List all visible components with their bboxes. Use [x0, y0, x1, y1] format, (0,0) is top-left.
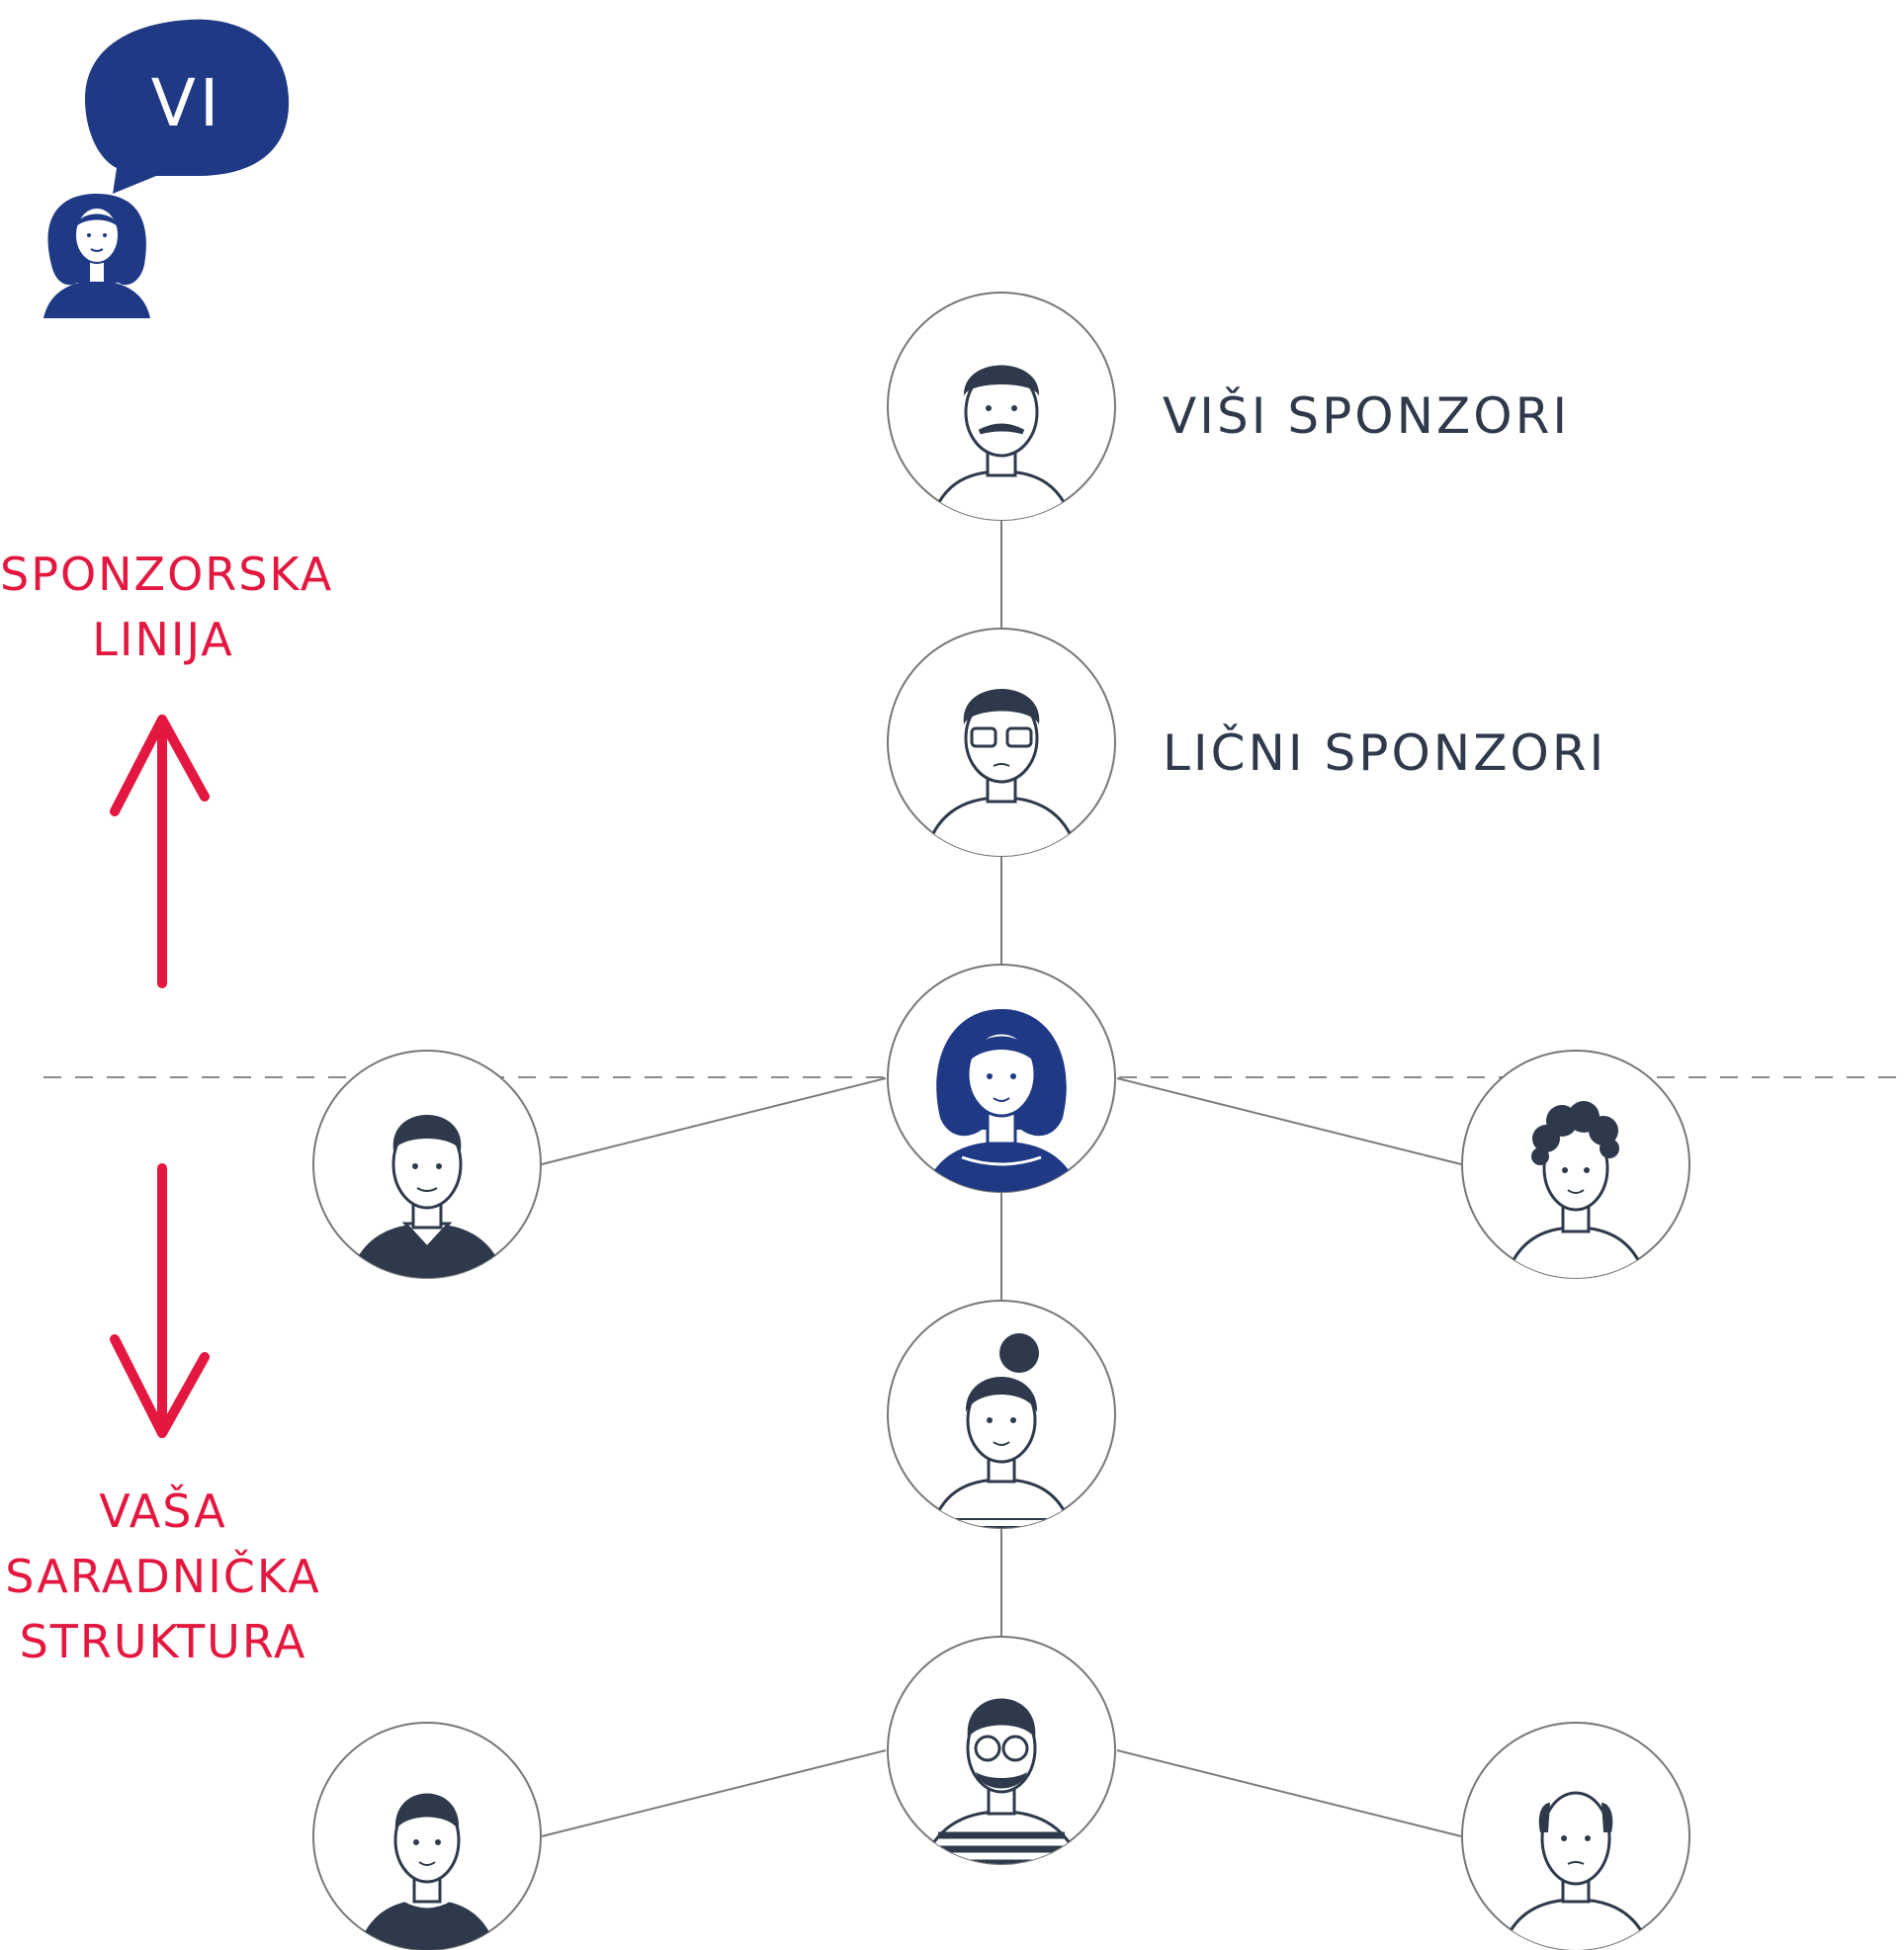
partner-bottom-center-avatar	[887, 1636, 1116, 1865]
connector-lines	[541, 521, 1462, 1837]
higher-sponsor-avatar	[887, 292, 1116, 521]
person-man-icon	[356, 1793, 498, 1950]
partner-left-avatar	[312, 1050, 542, 1279]
person-glasses-icon	[922, 689, 1081, 856]
structure-label-line3: STRUKTURA	[19, 1615, 307, 1668]
partner-bottom-right-avatar	[1461, 1722, 1690, 1950]
partner-right-avatar	[1461, 1050, 1690, 1279]
sponsor-line-label-line2: LINIJA	[92, 613, 234, 666]
structure-label: VAŠA SARADNIČKA STRUKTURA	[0, 1479, 326, 1674]
you-avatar-icon	[43, 194, 150, 318]
you-badge	[43, 19, 290, 318]
sponsor-line-label-line1: SPONZORSKA	[0, 548, 334, 601]
person-man-dark-shirt-icon	[348, 1115, 506, 1278]
person-woman-navy-icon	[922, 1009, 1081, 1192]
partner-bottom-left-avatar	[312, 1722, 542, 1950]
arrow-down-icon	[110, 1163, 210, 1438]
you-label: VI	[150, 65, 223, 141]
person-striped-shirt-icon	[920, 1698, 1082, 1864]
person-bun-hair-icon	[928, 1333, 1075, 1528]
speech-bubble-icon	[85, 19, 290, 195]
partner-down-avatar	[887, 1300, 1116, 1529]
sponsor-line-label: SPONZORSKA LINIJA	[0, 542, 334, 672]
you-avatar	[887, 964, 1116, 1193]
structure-label-line2: SARADNIČKA	[5, 1550, 321, 1603]
arrow-up-icon	[110, 715, 210, 988]
person-curly-hair-icon	[1503, 1101, 1649, 1278]
structure-label-line1: VAŠA	[99, 1484, 227, 1538]
personal-sponsors-label: LIČNI SPONZORI	[1163, 724, 1607, 782]
higher-sponsors-label: VIŠI SPONZORI	[1163, 387, 1571, 445]
person-mustache-icon	[928, 365, 1075, 520]
personal-sponsor-avatar	[887, 628, 1116, 857]
